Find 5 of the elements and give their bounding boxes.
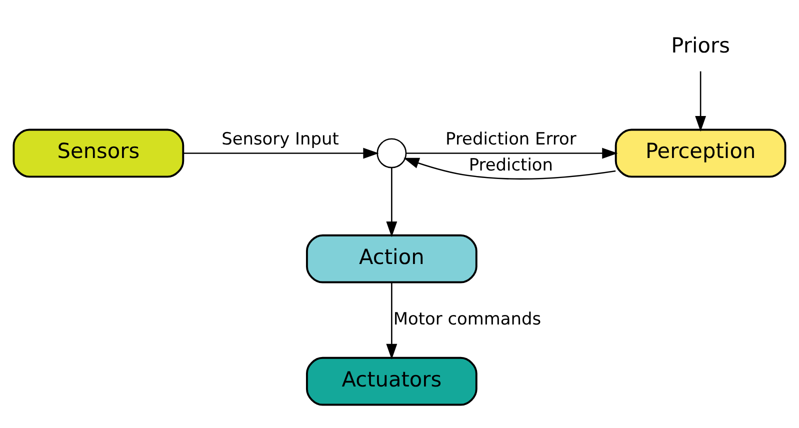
edge-label: Prediction xyxy=(468,154,554,174)
node-text: Priors xyxy=(671,33,730,58)
edge-label: Prediction Error xyxy=(446,128,576,148)
edge-label: Motor commands xyxy=(393,308,542,328)
edge-label: Sensory Input xyxy=(222,128,339,148)
